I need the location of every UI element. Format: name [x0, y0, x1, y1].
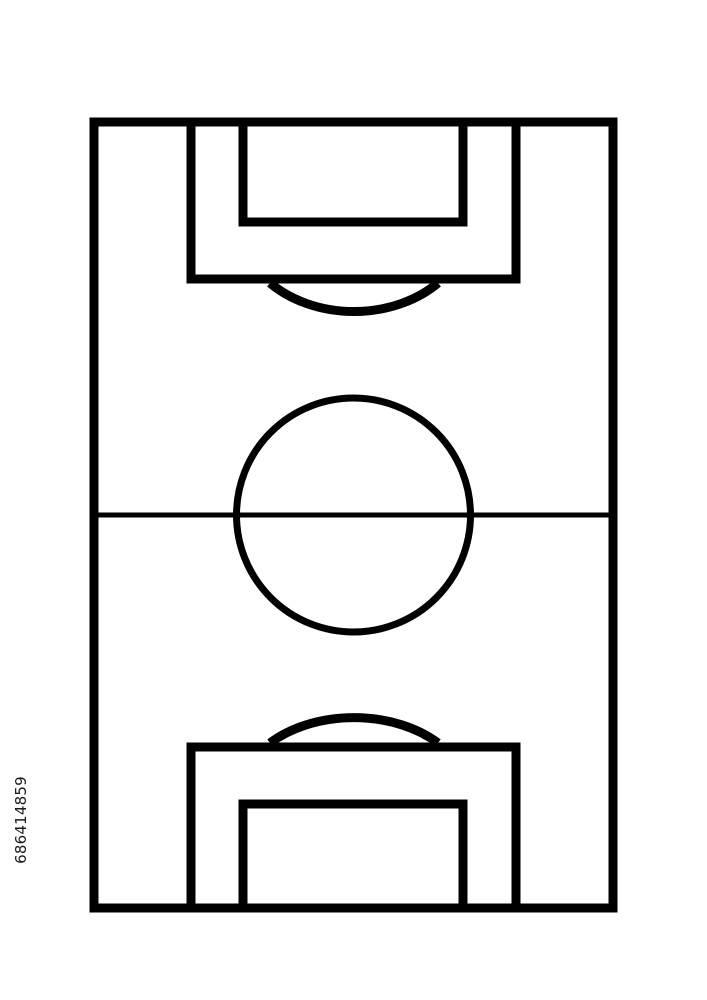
top-penalty-arc: [267, 279, 441, 317]
top-goal-area: [238, 126, 468, 227]
bottom-goal-area: [238, 799, 468, 904]
top-penalty-area: [186, 126, 521, 284]
bottom-penalty-area: [186, 742, 521, 904]
stock-image-id: 686414859: [6, 730, 36, 910]
centre-circle: [233, 394, 474, 636]
bottom-penalty-arc: [267, 713, 441, 747]
stock-image-id-text: 686414859: [12, 776, 31, 864]
